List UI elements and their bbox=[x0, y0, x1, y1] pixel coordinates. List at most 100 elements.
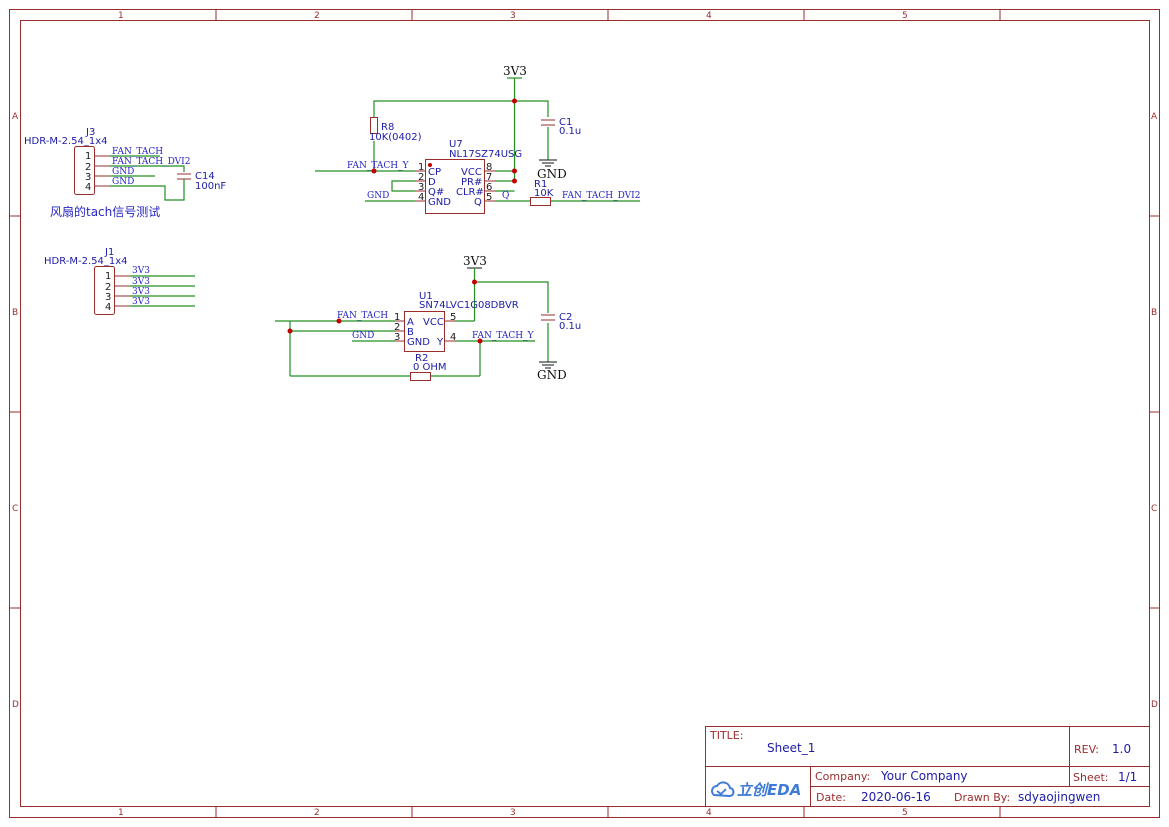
drawn-by-label: Drawn By: bbox=[954, 791, 1010, 804]
u1-wires bbox=[275, 281, 549, 377]
resistor-r8[interactable]: R8 10K(0402) bbox=[369, 117, 422, 144]
r1-value: 10K bbox=[534, 188, 554, 199]
drawn-by-value: sdyaojingwen bbox=[1018, 790, 1100, 804]
u7-pin-d: D bbox=[428, 177, 436, 188]
net-label-fan-tach-y-u7: FAN_TACH_Y bbox=[347, 161, 410, 171]
j3-pin-3: 3 bbox=[85, 172, 91, 183]
j1-ref: J1 bbox=[104, 247, 114, 258]
net-label-gnd-j3-3: GND bbox=[112, 167, 134, 177]
zone-row-d-right: D bbox=[1151, 700, 1158, 710]
power-3v3-top[interactable]: 3V3 bbox=[503, 64, 527, 101]
capacitor-c1[interactable]: C1 0.1u bbox=[541, 117, 581, 137]
zone-col-1-bottom: 1 bbox=[118, 808, 124, 818]
zone-col-5-bottom: 5 bbox=[902, 808, 908, 818]
j1-pin-1: 1 bbox=[105, 271, 111, 282]
u1-pin-4-num: 4 bbox=[450, 332, 456, 343]
j1-pin-3: 3 bbox=[105, 292, 111, 303]
company-label: Company: bbox=[815, 770, 870, 783]
sheet-label: Sheet: bbox=[1073, 771, 1109, 784]
u7-pin-1-num: 1 bbox=[418, 162, 424, 173]
u7-pin-qn: Q# bbox=[428, 187, 444, 198]
connector-j1[interactable]: J1 HDR-M-2.54_1x4 1 2 3 4 bbox=[44, 247, 130, 315]
u1-value: SN74LVC1G08DBVR bbox=[419, 300, 519, 311]
net-label-gnd-u7: GND bbox=[367, 191, 389, 201]
title-value: Sheet_1 bbox=[767, 741, 815, 755]
net-label-3v3-j1-1: 3V3 bbox=[132, 266, 150, 276]
net-label-gnd-j3-4: GND bbox=[112, 177, 134, 187]
zone-row-b-left: B bbox=[12, 308, 18, 318]
capacitor-c2[interactable]: C2 0.1u bbox=[541, 312, 581, 332]
u1-pin-3-num: 3 bbox=[394, 332, 400, 343]
u7-pin-cp: CP bbox=[428, 167, 441, 178]
ground-label-c1: GND bbox=[537, 167, 567, 181]
u1-pin-vcc: VCC bbox=[423, 317, 444, 328]
zone-row-b-right: B bbox=[1151, 308, 1157, 318]
j3-value: HDR-M-2.54_1x4 bbox=[24, 136, 108, 147]
net-label-fan-tach-y-u1: FAN_TACH_Y bbox=[472, 331, 535, 341]
company-value: Your Company bbox=[880, 769, 968, 783]
u1-pin-1-num: 1 bbox=[394, 312, 400, 323]
junctions-u1 bbox=[287, 279, 483, 344]
r8-value: 10K(0402) bbox=[369, 132, 422, 143]
j3-wires bbox=[110, 155, 185, 201]
u1-pin-gnd: GND bbox=[407, 337, 430, 348]
u7-pin-2-num: 2 bbox=[418, 172, 424, 183]
zone-col-2-top: 2 bbox=[314, 11, 320, 21]
u7-pin-4-num: 4 bbox=[418, 192, 424, 203]
ground-symbol-c1[interactable]: GND bbox=[537, 159, 567, 181]
u1-pin-y: Y bbox=[436, 337, 444, 348]
j3-pin-1: 1 bbox=[85, 151, 91, 162]
power-3v3-bottom-label: 3V3 bbox=[463, 254, 487, 268]
u7-wires bbox=[315, 100, 640, 202]
j1-pin-2: 2 bbox=[105, 282, 111, 293]
u1-pin-2-num: 2 bbox=[394, 322, 400, 333]
resistor-r2[interactable]: R2 0 OHM bbox=[410, 353, 447, 381]
title-label: TITLE: bbox=[709, 729, 743, 742]
zone-row-a-right: A bbox=[1151, 112, 1158, 122]
c14-ref: C14 bbox=[195, 171, 215, 182]
resistor-r1[interactable]: R1 10K bbox=[530, 179, 554, 206]
j1-value: HDR-M-2.54_1x4 bbox=[44, 256, 128, 267]
j3-pin-2: 2 bbox=[85, 162, 91, 173]
connector-j3[interactable]: J3 HDR-M-2.54_1x4 1 2 3 4 bbox=[24, 127, 110, 195]
rev-label: REV: bbox=[1074, 743, 1099, 756]
date-value: 2020-06-16 bbox=[861, 790, 931, 804]
zone-col-3-top: 3 bbox=[510, 11, 516, 21]
capacitor-c14[interactable]: C14 100nF bbox=[177, 171, 226, 192]
u7-pin-8-num: 8 bbox=[486, 162, 492, 173]
net-label-fan-tach-dvi2-j3: FAN_TACH_DVI2 bbox=[112, 157, 190, 167]
zone-col-1-top: 1 bbox=[118, 11, 124, 21]
u7-pin-q: Q bbox=[474, 197, 482, 208]
j1-wires bbox=[130, 275, 195, 307]
zone-row-c-right: C bbox=[1151, 504, 1157, 514]
c14-value: 100nF bbox=[195, 181, 226, 192]
zone-col-3-bottom: 3 bbox=[510, 808, 516, 818]
zone-row-d-left: D bbox=[12, 700, 19, 710]
zone-col-2-bottom: 2 bbox=[314, 808, 320, 818]
r1-ref: R1 bbox=[534, 179, 547, 190]
net-label-3v3-j1-3: 3V3 bbox=[132, 287, 150, 297]
ground-symbol-c2[interactable]: GND bbox=[537, 361, 567, 382]
net-label-3v3-j1-2: 3V3 bbox=[132, 277, 150, 287]
power-3v3-top-label: 3V3 bbox=[503, 64, 527, 78]
u1-pin-5-num: 5 bbox=[450, 312, 456, 323]
ic-u1[interactable]: U1 SN74LVC1G08DBVR 1 2 3 A B GND 5 4 VCC… bbox=[394, 291, 519, 352]
u7-pin-3-num: 3 bbox=[418, 182, 424, 193]
zone-row-c-left: C bbox=[12, 504, 18, 514]
u7-pin-prn: PR# bbox=[461, 177, 482, 188]
u7-pin-clrn: CLR# bbox=[456, 187, 484, 198]
net-label-q-u7: Q bbox=[502, 191, 509, 201]
u1-ref: U1 bbox=[419, 291, 433, 302]
zone-col-4-top: 4 bbox=[706, 11, 712, 21]
j3-pin-4: 4 bbox=[85, 182, 91, 193]
u7-pin-vcc: VCC bbox=[461, 167, 482, 178]
c1-ref: C1 bbox=[559, 117, 572, 128]
title-block: TITLE: Sheet_1 REV: 1.0 Company: Your Co… bbox=[705, 726, 1150, 807]
net-label-3v3-j1-4: 3V3 bbox=[132, 297, 150, 307]
zone-col-4-bottom: 4 bbox=[706, 808, 712, 818]
power-3v3-bottom[interactable]: 3V3 bbox=[463, 254, 487, 282]
zone-col-5-top: 5 bbox=[902, 11, 908, 21]
zone-row-a-left: A bbox=[12, 112, 19, 122]
drawing-frame: 1 2 3 4 5 1 2 3 4 5 A B C D A B C D bbox=[9, 9, 1160, 818]
ic-u7[interactable]: U7 NL17SZ74USG 1 2 3 4 CP D Q# GND 8 7 6… bbox=[415, 139, 522, 214]
